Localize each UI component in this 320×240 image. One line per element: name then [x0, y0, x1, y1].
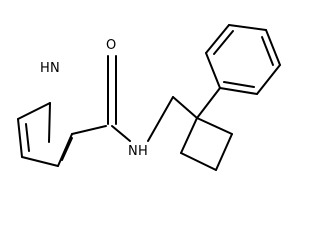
- bond-pyrrole-c4-c3: [21, 156, 59, 167]
- phenyl-ring: [196, 24, 281, 119]
- bond-pyrrole-n-c2: [48, 102, 51, 143]
- bond-ph-3: [228, 24, 267, 31]
- bond-ph-6: [219, 87, 258, 95]
- bond-cb-1: [180, 117, 198, 154]
- bond-pyrrole-c5-c4-double: [25, 123, 30, 152]
- cyclobutane-ring: [180, 117, 233, 171]
- bond-ph-2-double: [213, 30, 234, 55]
- bond-cb-4: [196, 117, 233, 135]
- bond-quaternary-phenyl: [196, 87, 221, 119]
- bond-pyrrole-c5-c4: [17, 118, 23, 158]
- bond-ph-5: [256, 64, 281, 95]
- amide-n-label: N: [128, 144, 138, 159]
- bond-cb-2: [180, 152, 217, 171]
- bond-cb-3: [215, 133, 233, 171]
- bond-ph-4-double: [261, 36, 274, 66]
- chemical-structure: H N O N H: [17, 24, 281, 171]
- bond-carbonyl-n: [111, 125, 131, 142]
- bond-ph-4: [265, 29, 281, 66]
- pyrrole-h-label: H: [40, 61, 50, 76]
- bond-ph-2: [205, 24, 230, 54]
- bond-n-ch2: [147, 96, 174, 142]
- amide-h-label: H: [138, 144, 148, 159]
- pyrrole-n-label: N: [50, 61, 60, 76]
- bond-c2-carbonyl: [71, 125, 107, 135]
- carboxamide: [71, 55, 198, 142]
- pyrrole-ring: [17, 102, 73, 167]
- bond-pyrrole-c3-c2: [57, 133, 73, 167]
- bond-ph-6-double: [223, 81, 255, 88]
- bond-pyrrole-n-c5: [17, 102, 51, 120]
- carbonyl-o-label: O: [106, 38, 116, 53]
- bond-pyrrole-c3-c2-double: [61, 137, 73, 161]
- bond-ph-1: [205, 52, 221, 89]
- bond-ch2-quaternary: [172, 96, 198, 119]
